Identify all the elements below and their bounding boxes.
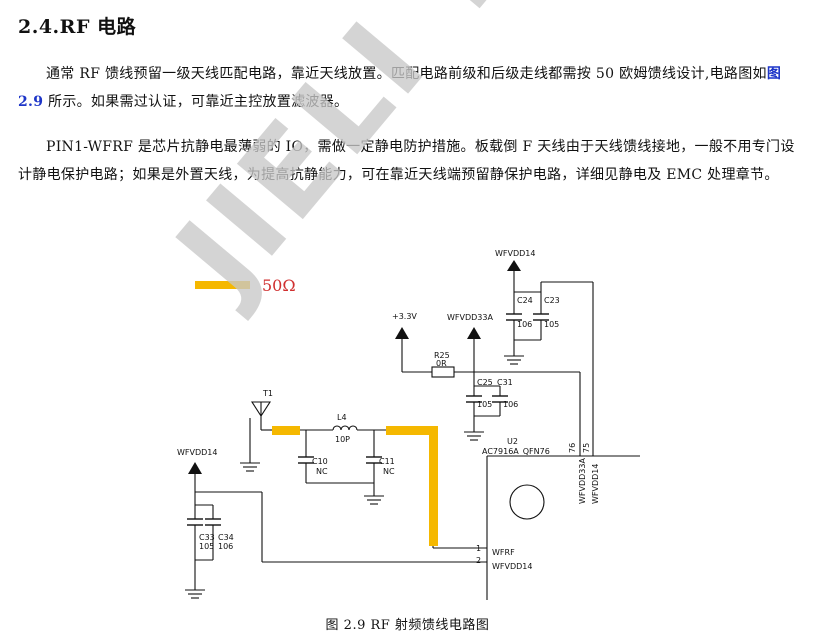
paragraph-1-text-b: 所示。如果需过认证，可靠近主控放置滤波器。 bbox=[43, 94, 349, 110]
svg-text:WFVDD14: WFVDD14 bbox=[495, 249, 535, 258]
capacitor-c11: C11 NC bbox=[365, 456, 395, 476]
legend-trace-swatch bbox=[195, 281, 250, 289]
svg-text:L4: L4 bbox=[337, 413, 347, 422]
svg-text:105: 105 bbox=[477, 400, 492, 409]
svg-text:C25: C25 bbox=[477, 378, 493, 387]
capacitor-c23: C23 105 bbox=[532, 296, 560, 329]
svg-text:C31: C31 bbox=[497, 378, 513, 387]
svg-text:WFVDD33A: WFVDD33A bbox=[578, 458, 587, 504]
svg-text:C24: C24 bbox=[517, 296, 533, 305]
svg-text:10P: 10P bbox=[335, 435, 350, 444]
rf-trace-match-h bbox=[386, 426, 438, 435]
svg-text:C34: C34 bbox=[218, 533, 234, 542]
svg-text:WFVDD14: WFVDD14 bbox=[492, 562, 532, 571]
svg-text:106: 106 bbox=[517, 320, 532, 329]
power-wfvdd33a: WFVDD33A bbox=[447, 313, 501, 396]
capacitor-c10: C10 NC bbox=[297, 456, 328, 476]
inductor-l4: L4 10P bbox=[332, 413, 358, 444]
legend-50ohm-label: 50Ω bbox=[262, 276, 296, 295]
svg-text:AC7916A_QFN76: AC7916A_QFN76 bbox=[482, 447, 550, 456]
svg-text:WFVDD33A: WFVDD33A bbox=[447, 313, 493, 322]
ground-symbol-c25 bbox=[463, 423, 485, 441]
svg-text:0R: 0R bbox=[436, 359, 447, 368]
svg-text:105: 105 bbox=[199, 542, 214, 551]
ground-symbol-c24 bbox=[503, 347, 525, 365]
svg-text:+3.3V: +3.3V bbox=[392, 312, 417, 321]
svg-text:T1: T1 bbox=[262, 389, 273, 398]
capacitor-c25: C25 105 bbox=[465, 378, 493, 409]
rf-trace-antenna bbox=[272, 426, 300, 435]
capacitor-c24: C24 106 bbox=[505, 296, 533, 329]
antenna-t1: T1 bbox=[239, 389, 273, 472]
svg-text:NC: NC bbox=[316, 467, 328, 476]
capacitor-c34: C34 106 bbox=[204, 518, 234, 551]
power-3v3: +3.3V bbox=[392, 312, 432, 373]
capacitor-c33: C33 105 bbox=[186, 518, 215, 551]
paragraph-matching-circuit: 通常 RF 馈线预留一级天线匹配电路，靠近天线放置。匹配电路前级和后级走线都需按… bbox=[18, 60, 802, 116]
ground-symbol-c33 bbox=[184, 581, 206, 599]
figure-reference-link[interactable]: 图 2.9 bbox=[18, 66, 782, 110]
ground-symbol-match bbox=[363, 487, 385, 505]
paragraph-1-text-a: 通常 RF 馈线预留一级天线匹配电路，靠近天线放置。匹配电路前级和后级走线都需按… bbox=[46, 66, 767, 82]
svg-text:R25: R25 bbox=[434, 351, 450, 360]
figure-caption: 图 2.9 RF 射频馈线电路图 bbox=[325, 618, 490, 633]
svg-text:NC: NC bbox=[383, 467, 395, 476]
capacitor-c31: C31 106 bbox=[491, 378, 518, 409]
svg-text:WFRF: WFRF bbox=[492, 548, 515, 557]
paragraph-esd-protection: PIN1-WFRF 是芯片抗静电最薄弱的 IO，需做一定静电防护措施。板载倒 F… bbox=[18, 139, 795, 183]
power-wfvdd14-top: WFVDD14 bbox=[495, 249, 542, 314]
resistor-r25: R25 0R bbox=[431, 351, 455, 378]
chip-u2: U2 AC7916A_QFN76 76 75 WFVDD33A WFVDD14 … bbox=[476, 281, 640, 600]
svg-text:C11: C11 bbox=[379, 457, 395, 466]
svg-text:106: 106 bbox=[218, 542, 233, 551]
svg-text:C23: C23 bbox=[544, 296, 560, 305]
svg-text:106: 106 bbox=[503, 400, 518, 409]
svg-text:WFVDD14: WFVDD14 bbox=[591, 464, 600, 504]
svg-text:C10: C10 bbox=[312, 457, 328, 466]
section-heading: 2.4.RF 电路 bbox=[18, 16, 137, 38]
svg-text:2: 2 bbox=[476, 556, 481, 565]
svg-text:WFVDD14: WFVDD14 bbox=[177, 448, 217, 457]
svg-text:C33: C33 bbox=[199, 533, 215, 542]
power-wfvdd14-left: WFVDD14 bbox=[177, 448, 487, 563]
svg-text:75: 75 bbox=[582, 443, 591, 453]
rf-trace-match-v bbox=[429, 426, 438, 546]
svg-text:105: 105 bbox=[544, 320, 559, 329]
svg-text:76: 76 bbox=[568, 443, 577, 453]
svg-text:U2: U2 bbox=[507, 437, 518, 446]
